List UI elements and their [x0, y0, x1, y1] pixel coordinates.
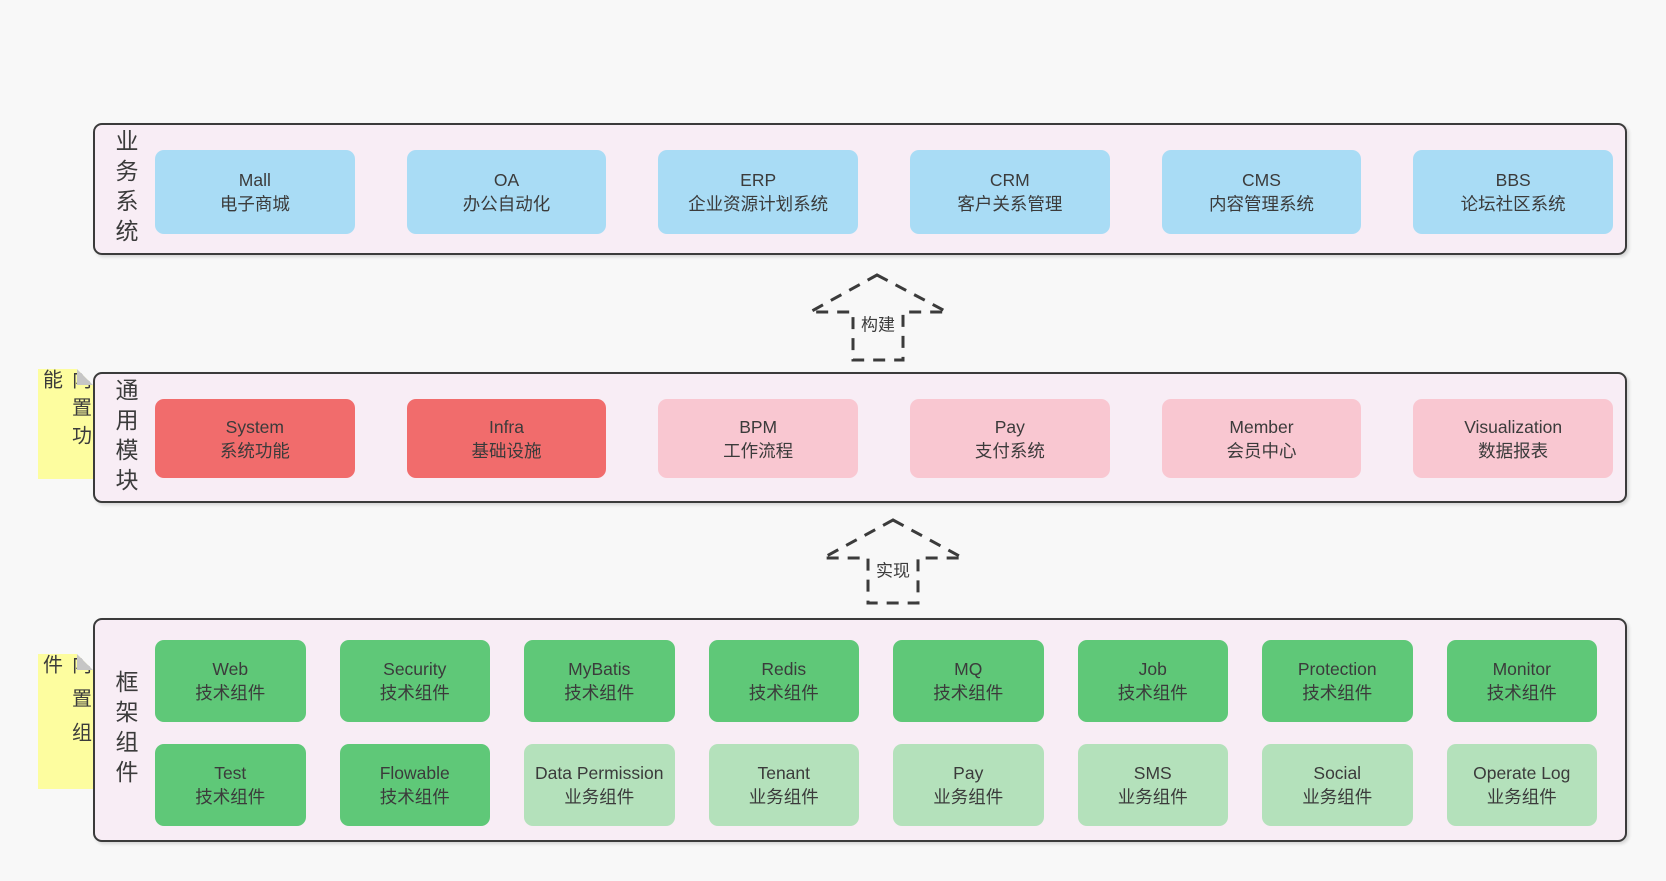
box-title: SMS	[1133, 763, 1172, 783]
box-title: Tenant	[757, 763, 811, 783]
box-test: Test 技术组件	[155, 744, 306, 826]
box-sms: SMS 业务组件	[1077, 744, 1228, 826]
box-title: Operate Log	[1473, 763, 1571, 783]
box-title: Pay	[994, 416, 1025, 437]
box-title: MyBatis	[568, 659, 631, 679]
box-title: BPM	[739, 416, 778, 437]
box-title: Job	[1138, 659, 1167, 679]
box-title: CRM	[989, 170, 1030, 190]
arrow-label-implement: 实现	[873, 555, 913, 583]
box-title: Infra	[488, 416, 524, 437]
box-mall: Mall 电子商城	[155, 150, 355, 234]
box-mybatis: MyBatis 技术组件	[524, 640, 675, 722]
box-title: Flowable	[379, 763, 450, 783]
box-subtitle: 系统功能	[219, 440, 290, 461]
box-tenant: Tenant 业务组件	[708, 744, 859, 826]
box-subtitle: 企业资源计划系统	[688, 194, 829, 214]
sticky-note-builtin-components: 内置组件	[38, 654, 93, 789]
box-title: Security	[383, 659, 447, 679]
box-flowable: Flowable 技术组件	[339, 744, 490, 826]
box-title: Member	[1229, 416, 1294, 437]
box-subtitle: 技术组件	[1486, 683, 1557, 703]
box-title: Redis	[761, 659, 807, 679]
box-title: System	[225, 416, 284, 437]
box-subtitle: 支付系统	[974, 440, 1045, 461]
box-bbs: BBS 论坛社区系统	[1413, 150, 1613, 234]
up-arrow-implement-icon	[822, 518, 964, 605]
box-title: Web	[212, 659, 249, 679]
box-subtitle: 内容管理系统	[1208, 194, 1314, 214]
box-subtitle: 工作流程	[723, 440, 794, 461]
box-redis: Redis 技术组件	[708, 640, 859, 722]
box-subtitle: 技术组件	[564, 683, 635, 703]
box-pay: Pay 支付系统	[910, 399, 1110, 478]
box-title: Social	[1313, 763, 1362, 783]
box-member: Member 会员中心	[1161, 399, 1362, 478]
box-title: BBS	[1495, 170, 1531, 190]
box-subtitle: 业务组件	[1486, 787, 1557, 807]
box-subtitle: 办公自动化	[462, 194, 551, 214]
box-oa: OA 办公自动化	[406, 150, 607, 234]
layer-business-systems: 业务系统 Mall 电子商城 OA 办公自动化 ERP 企业资源计划系统 CRM 客户关系管理…	[93, 123, 1627, 255]
layer-label-business-systems: 业务系统	[112, 129, 138, 249]
box-title: MQ	[954, 659, 983, 679]
box-data-permission: Data Permission 业务组件	[524, 744, 675, 826]
sticky-note-builtin-features: 内置功能	[38, 369, 93, 479]
common-modules-box-grid: System 系统功能 Infra 基础设施 BPM 工作流程 Pay 支付系统 Member 会…	[155, 399, 1613, 478]
box-title: Test	[214, 763, 247, 783]
box-title: Visualization	[1464, 416, 1563, 437]
box-subtitle: 业务组件	[1117, 787, 1188, 807]
business-systems-box-grid: Mall 电子商城 OA 办公自动化 ERP 企业资源计划系统 CRM 客户关系管理 CMS 内容…	[155, 150, 1613, 234]
box-subtitle: 会员中心	[1226, 440, 1297, 461]
box-bpm: BPM 工作流程	[658, 399, 858, 478]
box-security: Security 技术组件	[339, 640, 490, 722]
box-subtitle: 技术组件	[379, 787, 450, 807]
box-subtitle: 论坛社区系统	[1460, 194, 1566, 214]
box-subtitle: 业务组件	[564, 787, 635, 807]
box-subtitle: 技术组件	[379, 683, 450, 703]
box-title: Protection	[1297, 659, 1377, 679]
box-subtitle: 业务组件	[933, 787, 1004, 807]
layer-common-modules: 通用模块 System 系统功能 Infra 基础设施 BPM 工作流程 Pay 支付系统 Me…	[93, 372, 1627, 503]
box-infra: Infra 基础设施	[406, 399, 607, 478]
box-subtitle: 技术组件	[1117, 683, 1188, 703]
box-title: Data Permission	[535, 763, 664, 783]
box-subtitle: 业务组件	[748, 787, 819, 807]
box-subtitle: 业务组件	[1302, 787, 1373, 807]
box-subtitle: 技术组件	[748, 683, 819, 703]
box-operate-log: Operate Log 业务组件	[1446, 744, 1597, 826]
box-cms: CMS 内容管理系统	[1161, 150, 1362, 234]
box-erp: ERP 企业资源计划系统	[658, 150, 858, 234]
box-subtitle: 技术组件	[195, 683, 266, 703]
box-monitor: Monitor 技术组件	[1446, 640, 1597, 722]
box-title: Mall	[238, 170, 271, 190]
box-subtitle: 技术组件	[195, 787, 266, 807]
box-crm: CRM 客户关系管理	[910, 150, 1110, 234]
box-web: Web 技术组件	[155, 640, 306, 722]
box-subtitle: 技术组件	[933, 683, 1004, 703]
box-visualization: Visualization 数据报表	[1413, 399, 1613, 478]
box-system: System 系统功能	[155, 399, 355, 478]
box-title: Monitor	[1492, 659, 1551, 679]
layer-label-common-modules: 通用模块	[112, 377, 138, 498]
box-subtitle: 客户关系管理	[957, 194, 1063, 214]
box-subtitle: 数据报表	[1478, 440, 1549, 461]
box-subtitle: 基础设施	[471, 440, 542, 461]
box-job: Job 技术组件	[1077, 640, 1228, 722]
box-title: Pay	[953, 763, 984, 783]
up-arrow-build-icon	[809, 273, 948, 362]
box-mq: MQ 技术组件	[893, 640, 1044, 722]
arrow-label-build: 构建	[858, 309, 898, 337]
box-social: Social 业务组件	[1262, 744, 1413, 826]
box-title: ERP	[740, 170, 777, 190]
layer-label-framework-components: 框架组件	[112, 670, 138, 790]
box-title: OA	[493, 170, 520, 190]
box-protection: Protection 技术组件	[1262, 640, 1413, 722]
box-subtitle: 技术组件	[1302, 683, 1373, 703]
box-pay: Pay 业务组件	[893, 744, 1044, 826]
box-title: CMS	[1242, 170, 1281, 190]
box-subtitle: 电子商城	[219, 194, 290, 214]
